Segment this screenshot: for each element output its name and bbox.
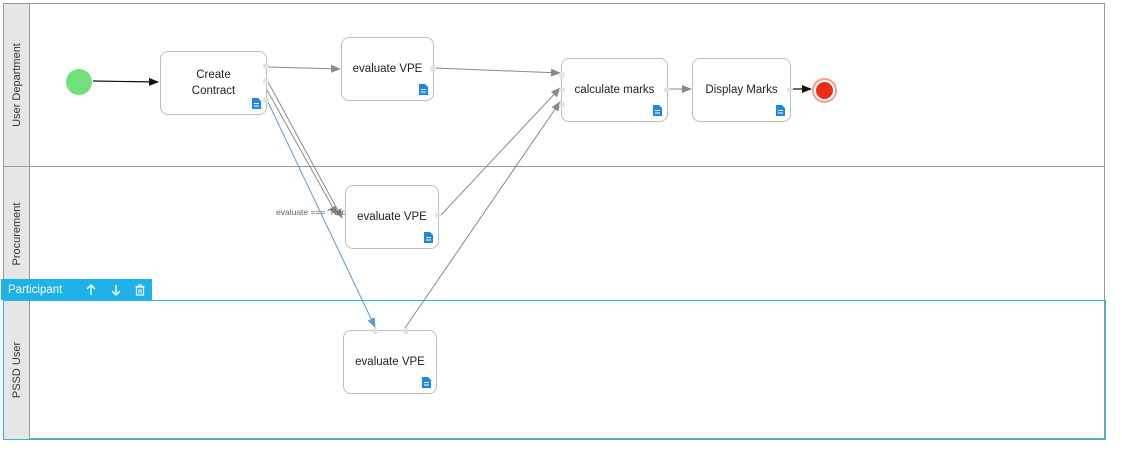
lane-header[interactable]: Procurement <box>4 167 30 301</box>
flow-evaluate-user-to-calculate[interactable] <box>433 67 561 77</box>
start-event[interactable] <box>66 69 92 95</box>
process-pool: User Department Procurement PSSD User <box>3 3 1106 440</box>
connection-port[interactable] <box>263 63 269 69</box>
flow-create-to-evaluate-procurement[interactable] <box>266 79 343 219</box>
connection-port[interactable] <box>787 87 793 93</box>
flow-create-to-evaluate-pssd[interactable] <box>266 99 376 328</box>
task-label: evaluate VPE <box>355 356 425 368</box>
connection-port[interactable] <box>435 212 441 218</box>
arrow-down-icon <box>111 284 121 296</box>
document-icon[interactable] <box>252 98 261 109</box>
lane-pssd-user[interactable]: PSSD User <box>3 300 1106 440</box>
participant-toolbar: Participant <box>1 279 152 300</box>
connection-port[interactable] <box>372 328 378 334</box>
lane-divider <box>4 166 1104 167</box>
connection-port[interactable] <box>263 78 269 84</box>
lane-procurement[interactable]: Procurement <box>4 167 1104 301</box>
task-evaluate-vpe-user-department[interactable]: evaluate VPE <box>341 37 436 101</box>
task-label: Create Contract <box>192 67 235 99</box>
trash-icon <box>135 284 145 296</box>
connection-port[interactable] <box>263 97 269 103</box>
document-icon[interactable] <box>653 105 662 116</box>
flow-start-to-create[interactable] <box>92 77 159 86</box>
connection-port[interactable] <box>559 72 565 78</box>
flow-evaluate-pssd-to-calculate[interactable] <box>404 101 561 329</box>
task-label: calculate marks <box>574 84 655 96</box>
end-event[interactable] <box>812 78 837 103</box>
connection-port[interactable] <box>559 102 565 108</box>
task-evaluate-vpe-pssd-user[interactable]: evaluate VPE <box>343 328 437 394</box>
lane-header[interactable]: User Department <box>4 4 30 166</box>
connection-port[interactable] <box>403 328 409 334</box>
toolbar-label: Participant <box>8 283 63 296</box>
arrow-up-icon <box>86 283 96 295</box>
flow-evaluate-procurement-to-calculate[interactable] <box>440 87 561 216</box>
document-icon[interactable] <box>422 377 431 388</box>
task-label: Display Marks <box>705 84 778 96</box>
task-label-line: Contract <box>191 85 236 97</box>
task-calculate-marks[interactable]: calculate marks <box>559 58 670 122</box>
task-label-line: Create <box>196 69 231 81</box>
task-evaluate-vpe-procurement[interactable]: evaluate VPE <box>345 185 441 249</box>
task-label: evaluate VPE <box>352 63 423 75</box>
lane-header[interactable]: PSSD User <box>4 301 30 439</box>
delete-button[interactable] <box>128 279 152 300</box>
connection-port[interactable] <box>430 66 436 72</box>
flow-condition-label: evaluate === "Required" <box>276 207 369 217</box>
move-down-button[interactable] <box>103 279 127 300</box>
move-up-button[interactable] <box>79 279 103 300</box>
end-event-core <box>816 82 833 99</box>
document-icon[interactable] <box>419 84 428 95</box>
flow-create-to-evaluate-user[interactable] <box>267 64 341 73</box>
flow-create-to-evaluate-procurement-2[interactable] <box>266 89 338 216</box>
task-create-contract[interactable]: Create Contract <box>160 51 269 115</box>
connection-port[interactable] <box>664 87 670 93</box>
lane-user-department[interactable]: User Department <box>4 4 1104 166</box>
document-icon[interactable] <box>776 105 785 116</box>
connection-port[interactable] <box>559 87 565 93</box>
document-icon[interactable] <box>424 232 433 243</box>
task-label: evaluate VPE <box>357 211 427 223</box>
task-display-marks[interactable]: Display Marks <box>692 58 793 122</box>
